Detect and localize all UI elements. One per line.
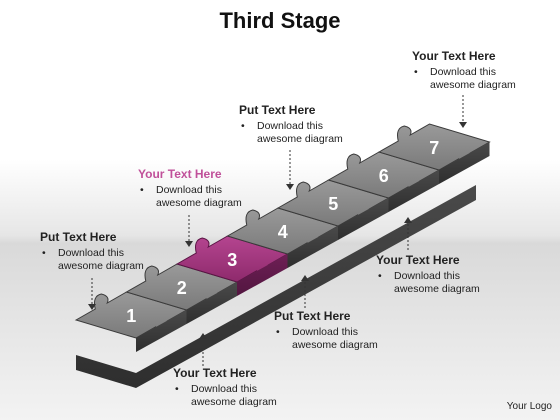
callout-heading: Put Text Here xyxy=(40,230,117,244)
puzzle-number: 5 xyxy=(328,194,338,214)
callout-heading: Put Text Here xyxy=(239,103,316,117)
callout-heading: Your Text Here xyxy=(376,253,460,267)
puzzle-piece-side xyxy=(186,282,237,324)
arrowhead-mid xyxy=(301,275,309,281)
puzzle-number: 6 xyxy=(379,166,389,186)
puzzle-piece-side xyxy=(439,142,490,184)
puzzle-piece-side xyxy=(136,310,187,352)
callout-heading: Your Text Here xyxy=(412,49,496,63)
arrowhead-bottom xyxy=(199,333,207,339)
strip-side xyxy=(76,185,476,388)
puzzle-number: 7 xyxy=(429,138,439,158)
puzzle-piece-side xyxy=(338,198,389,240)
puzzle-piece-side xyxy=(287,226,338,268)
puzzle-number: 1 xyxy=(126,306,136,326)
puzzle-piece-side xyxy=(388,170,439,212)
puzzle-number: 3 xyxy=(227,250,237,270)
puzzle-number: 4 xyxy=(278,222,288,242)
puzzle-number: 2 xyxy=(177,278,187,298)
arrowhead-left xyxy=(88,304,96,310)
callout-heading: Put Text Here xyxy=(274,309,351,323)
arrowhead-7 xyxy=(459,122,467,128)
callout-heading: Your Text Here xyxy=(173,366,257,380)
arrowhead-put-top xyxy=(286,184,294,190)
callout-heading: Your Text Here xyxy=(138,167,222,181)
page-title: Third Stage xyxy=(219,8,341,33)
footer-logo: Your Logo xyxy=(506,401,552,412)
arrowhead-pink xyxy=(185,241,193,247)
puzzle-piece-side xyxy=(237,254,288,296)
arrowhead-right xyxy=(404,217,412,223)
